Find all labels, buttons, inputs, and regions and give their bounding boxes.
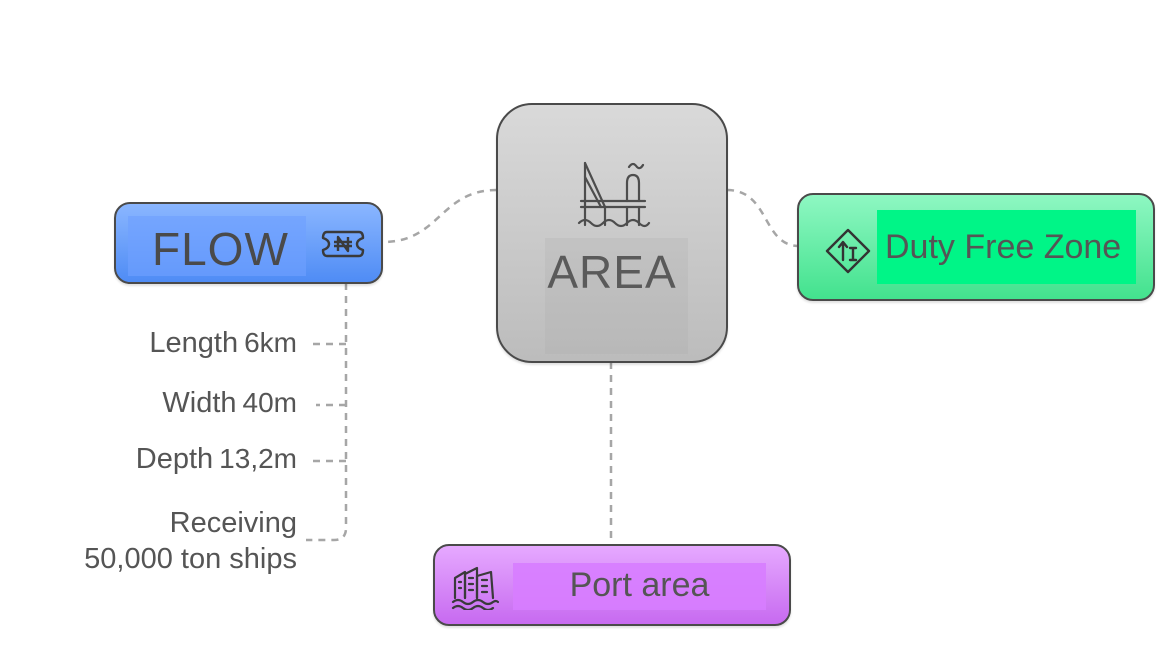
detail-label: Receiving [169, 507, 297, 539]
detail-label: Length [149, 327, 239, 359]
detail-value: 13,2m [219, 443, 297, 474]
road-sign-icon [825, 228, 871, 274]
port-label: Port area [569, 566, 710, 604]
duty-free-zone-node[interactable]: Duty Free Zone [797, 193, 1155, 301]
offshore-platform-icon [577, 161, 651, 228]
flow-node[interactable]: FLOW [114, 202, 383, 284]
connector-flow-details [306, 283, 348, 542]
connector-area-flow [382, 188, 498, 244]
naira-ticket-icon [321, 230, 365, 258]
duty-free-label-highlight [877, 210, 1136, 284]
port-label-highlight [513, 563, 766, 610]
connector-area-dutyfree [726, 188, 800, 248]
flooded-buildings-icon [451, 566, 499, 610]
flow-label: FLOW [152, 223, 289, 275]
detail-value: 40m [242, 387, 297, 418]
detail-value: 50,000 ton ships [84, 543, 297, 575]
area-node[interactable]: AREA [496, 103, 728, 363]
port-area-node[interactable]: Port area [433, 544, 791, 626]
flow-detail-receiving: Receiving 50,000 ton ships [84, 505, 297, 577]
flow-label-highlight [128, 216, 306, 276]
duty-free-label: Duty Free Zone [885, 228, 1122, 266]
detail-label: Depth [135, 443, 214, 475]
detail-label: Width [162, 387, 237, 419]
detail-value: 6km [244, 327, 297, 358]
area-label: AREA [547, 246, 677, 298]
area-label-highlight [545, 238, 688, 354]
